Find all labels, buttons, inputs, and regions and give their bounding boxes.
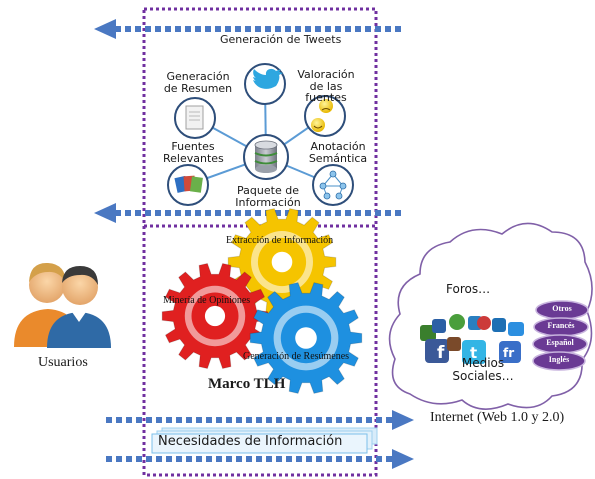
forums-label: Foros… bbox=[446, 282, 491, 296]
app-logo-brown bbox=[447, 337, 461, 351]
users-icon bbox=[14, 262, 111, 348]
app-logo-round bbox=[449, 314, 465, 330]
rating-smileys-icon bbox=[304, 95, 346, 137]
language-tag-spanish: Español bbox=[546, 338, 574, 347]
vimeo-logo bbox=[508, 322, 524, 336]
document-icon bbox=[174, 97, 216, 139]
module-semantic-annotation-label: Anotación Semántica bbox=[308, 140, 368, 165]
gear-summaries bbox=[249, 282, 363, 394]
language-tag-english: Inglés bbox=[548, 355, 570, 364]
social-media-logos bbox=[420, 314, 524, 364]
twitter-glyph: t bbox=[470, 344, 477, 362]
linkedin-logo bbox=[492, 318, 506, 332]
information-needs-banner bbox=[151, 427, 378, 454]
module-information-package-label: Paquete de Información bbox=[235, 184, 301, 209]
gear-extraction bbox=[227, 208, 337, 316]
module-source-assessment-label: Valoración de las fuentes bbox=[297, 68, 355, 105]
app-logo-blue bbox=[432, 319, 446, 333]
internet-input-arrow bbox=[106, 410, 414, 430]
language-tag-other: Otros bbox=[552, 304, 572, 313]
users-label: Usuarios bbox=[38, 355, 88, 370]
gear-extraction-label: Extracción de Información bbox=[226, 235, 334, 246]
gear-opinion-mining-label: Minería de Opiniones bbox=[163, 295, 251, 306]
gear-opinion-mining bbox=[161, 262, 269, 370]
app-logo-red bbox=[477, 316, 491, 330]
database-icon bbox=[243, 134, 289, 180]
module-relevant-sources-label: Fuentes Relevantes bbox=[163, 140, 224, 165]
module-summary-generation-label: Generación de Resumen bbox=[163, 70, 233, 95]
twitter-logo bbox=[462, 340, 486, 364]
facebook-logo bbox=[425, 339, 449, 363]
sources-icon bbox=[167, 164, 209, 206]
framework-frame bbox=[142, 7, 378, 477]
framework-title: Marco TLH bbox=[208, 376, 286, 392]
flickr-glyph: fr bbox=[503, 346, 514, 360]
gear-summaries-label: Generación de Resúmenes bbox=[243, 351, 350, 362]
twitter-icon bbox=[244, 63, 286, 105]
social-media-label: Medios Sociales… bbox=[452, 356, 514, 383]
information-needs-label: Necesidades de Información bbox=[158, 434, 343, 449]
language-tags bbox=[532, 300, 589, 371]
module-tweet-generation-label: Generación de Tweets bbox=[220, 33, 342, 46]
middle-output-arrow bbox=[94, 203, 401, 223]
bottom-input-arrow bbox=[106, 449, 414, 469]
semantic-network-icon bbox=[312, 164, 354, 206]
top-output-arrow bbox=[94, 19, 401, 39]
internet-label: Internet (Web 1.0 y 2.0) bbox=[430, 410, 565, 425]
language-tag-french: Francés bbox=[547, 321, 575, 330]
flickr-logo bbox=[499, 341, 521, 363]
facebook-glyph: f bbox=[437, 343, 445, 363]
